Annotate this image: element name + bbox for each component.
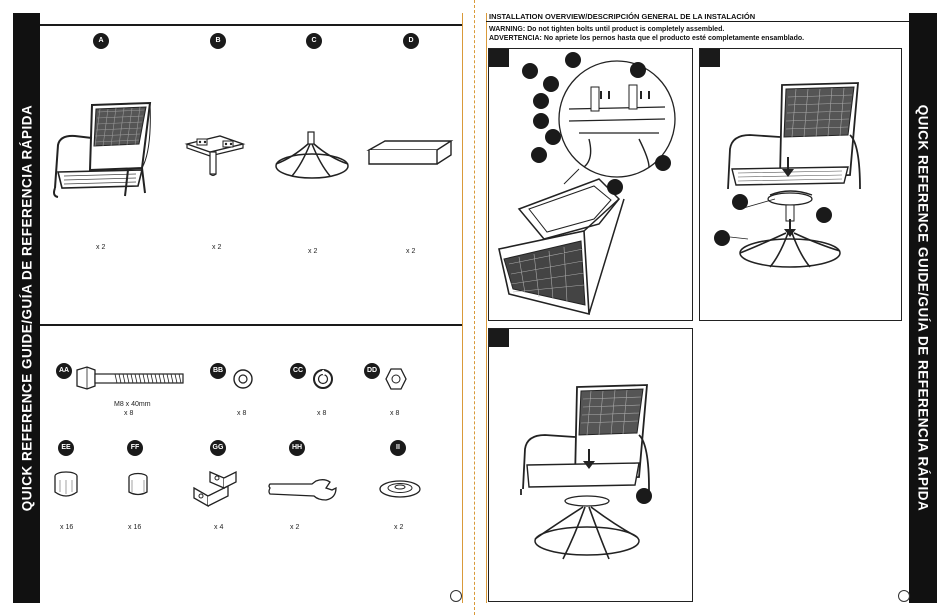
hardware-badge-dd: DD	[364, 363, 380, 379]
step-1-panel	[488, 48, 693, 321]
bolt-icon	[76, 366, 184, 390]
part-badge-a: A	[93, 33, 109, 49]
nut-qty: x 8	[390, 410, 400, 417]
step-3-illustration	[520, 384, 650, 560]
part-badge-c: C	[306, 33, 322, 49]
cushion-illustration	[366, 140, 454, 165]
hardware-badge-bb: BB	[210, 363, 226, 379]
flat-washer-qty: x 8	[237, 410, 247, 417]
step-2-callout-1	[732, 194, 748, 210]
part-badge-b: B	[210, 33, 226, 49]
step-1-callout-8	[531, 147, 547, 163]
step-1-callout-5	[533, 93, 549, 109]
spacer-icon	[128, 472, 148, 496]
step-3-panel	[488, 328, 693, 602]
step-1-callout-7	[545, 129, 561, 145]
hardware-badge-gg: GG	[210, 440, 226, 456]
overview-top-divider	[486, 21, 909, 22]
step-1-number-box	[489, 49, 509, 67]
wrench-icon	[268, 479, 337, 501]
cap-qty: x 16	[60, 524, 74, 531]
hardware-badge-ii: II	[390, 440, 406, 456]
step-1-callout-6	[533, 113, 549, 129]
step-3-number-box	[489, 329, 509, 347]
step-1-callout-1	[522, 63, 538, 79]
part-a-qty: x 2	[96, 244, 106, 251]
right-page-marker	[898, 590, 910, 602]
lock-washer-icon	[313, 369, 333, 389]
step-2-illustration	[727, 82, 861, 268]
lock-washer-qty: x 8	[317, 410, 327, 417]
overview-advertencia: ADVERTENCIA: No apriete los pernos hasta…	[489, 35, 805, 42]
right-sidebar: QUICK REFERENCE GUIDE/GUÍA DE REFERENCIA…	[909, 13, 937, 603]
step-1-callout-10	[607, 179, 623, 195]
glide-qty: x 2	[394, 524, 404, 531]
center-fold-line	[474, 0, 475, 615]
wrench-qty: x 2	[290, 524, 300, 531]
hardware-badge-aa: AA	[56, 363, 72, 379]
right-sidebar-title: QUICK REFERENCE GUIDE/GUÍA DE REFERENCIA…	[915, 104, 931, 512]
bracket-icon	[193, 470, 237, 508]
step-1-illustration	[498, 60, 676, 316]
step-3-callout-1	[636, 488, 652, 504]
part-badge-d: D	[403, 33, 419, 49]
part-c-qty: x 2	[308, 248, 318, 255]
hardware-badge-cc: CC	[290, 363, 306, 379]
step-1-callout-3	[630, 62, 646, 78]
flat-washer-icon	[233, 369, 253, 389]
bracket-qty: x 4	[214, 524, 224, 531]
spacer-qty: x 16	[128, 524, 142, 531]
hardware-badge-ff: FF	[127, 440, 143, 456]
left-page-marker	[450, 590, 462, 602]
step-1-callout-4	[543, 76, 559, 92]
nut-icon	[385, 368, 407, 390]
hardware-badge-ee: EE	[58, 440, 74, 456]
hardware-badge-hh: HH	[289, 440, 305, 456]
left-sidebar: QUICK REFERENCE GUIDE/GUÍA DE REFERENCIA…	[13, 13, 40, 603]
glide-icon	[379, 480, 421, 498]
overview-warning: WARNING: Do not tighten bolts until prod…	[489, 26, 725, 33]
swivel-plate-illustration	[184, 135, 246, 177]
parts-top-divider	[40, 24, 462, 26]
step-2-callout-3	[714, 230, 730, 246]
step-2-number-box	[700, 49, 720, 67]
cap-icon	[54, 471, 78, 497]
hardware-top-divider	[40, 324, 462, 326]
step-2-callout-2	[816, 207, 832, 223]
part-b-qty: x 2	[212, 244, 222, 251]
left-page-frame	[40, 13, 463, 603]
right-page-frame	[486, 13, 909, 603]
step-2-panel	[699, 48, 902, 321]
step-1-callout-9	[655, 155, 671, 171]
left-sidebar-title: QUICK REFERENCE GUIDE/GUÍA DE REFERENCIA…	[19, 104, 35, 512]
chair-illustration	[53, 101, 152, 198]
step-1-callout-2	[565, 52, 581, 68]
part-d-qty: x 2	[406, 248, 416, 255]
bolt-qty: x 8	[124, 410, 134, 417]
bolt-size-label: M8 x 40mm	[114, 401, 151, 408]
overview-title: INSTALLATION OVERVIEW/DESCRIPCIÓN GENERA…	[489, 12, 756, 21]
swivel-base-illustration	[275, 131, 349, 179]
